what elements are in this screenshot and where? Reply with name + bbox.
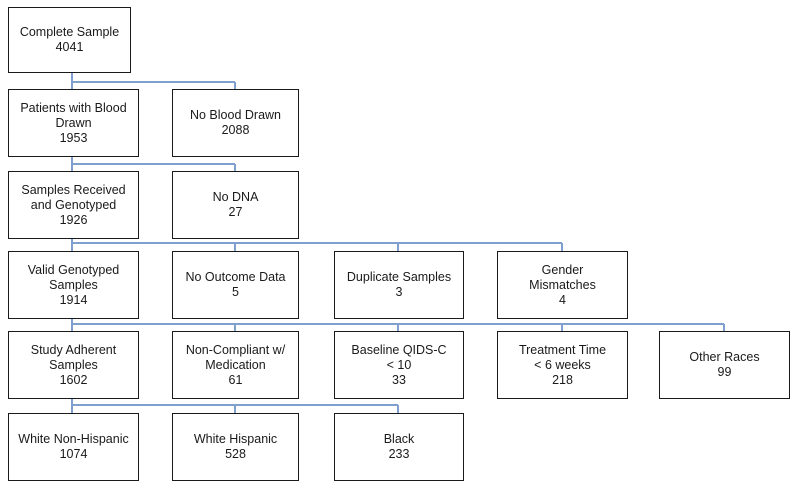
box-complete-sample: Complete Sample 4041 <box>8 7 131 73</box>
box-count: 1953 <box>59 130 88 145</box>
box-other-races: Other Races 99 <box>659 331 790 399</box>
box-text-line: Baseline QIDS-C <box>351 342 447 357</box>
box-no-dna: No DNA 27 <box>172 171 299 239</box>
box-count: 218 <box>552 372 573 387</box>
box-valid-genotyped: Valid Genotyped Samples 1914 <box>8 251 139 319</box>
box-text-line: Drawn <box>55 115 92 130</box>
box-text-line: Samples Received <box>21 182 126 197</box>
box-count: 2088 <box>221 123 250 137</box>
box-count: 1074 <box>59 447 88 461</box>
box-no-outcome-data: No Outcome Data 5 <box>172 251 299 319</box>
box-text-line: Other Races <box>689 350 760 364</box>
box-text-line: White Hispanic <box>193 432 278 446</box>
box-black: Black 233 <box>334 413 464 481</box>
box-treatment-time: Treatment Time < 6 weeks 218 <box>497 331 628 399</box>
box-count: 3 <box>395 285 403 299</box>
box-baseline-qids: Baseline QIDS-C < 10 33 <box>334 331 464 399</box>
box-text-line: Samples <box>49 277 98 292</box>
box-text-line: Treatment Time <box>518 342 607 357</box>
box-text-line: and Genotyped <box>30 197 117 212</box>
box-text-line: Complete Sample <box>19 25 120 39</box>
box-count: 61 <box>228 372 243 387</box>
box-text-line: < 6 weeks <box>534 357 591 372</box>
box-text-line: No Blood Drawn <box>189 108 281 122</box>
box-text-line: Samples <box>49 357 98 372</box>
box-count: 99 <box>717 365 732 379</box>
box-text-line: Duplicate Samples <box>346 270 452 284</box>
box-text-line: < 10 <box>386 357 412 372</box>
box-text-line: Mismatches <box>529 277 596 292</box>
box-study-adherent: Study Adherent Samples 1602 <box>8 331 139 399</box>
box-count: 1602 <box>59 372 88 387</box>
box-text-line: Patients with Blood <box>20 100 127 115</box>
box-non-compliant: Non-Compliant w/ Medication 61 <box>172 331 299 399</box>
box-text-line: No Outcome Data <box>185 270 286 284</box>
box-count: 5 <box>232 285 239 299</box>
box-text-line: No DNA <box>212 190 259 204</box>
box-text-line: Non-Compliant w/ <box>185 342 286 357</box>
box-patients-blood-drawn: Patients with Blood Drawn 1953 <box>8 89 139 157</box>
box-count: 528 <box>225 447 246 461</box>
box-text-line: Study Adherent <box>30 342 117 357</box>
box-gender-mismatches: Gender Mismatches 4 <box>497 251 628 319</box>
box-count: 33 <box>392 372 406 387</box>
box-count: 4 <box>559 292 566 307</box>
box-count: 1914 <box>59 292 88 307</box>
box-text-line: Black <box>383 432 415 446</box>
box-text-line: White Non-Hispanic <box>18 432 129 446</box>
box-white-hispanic: White Hispanic 528 <box>172 413 299 481</box>
box-duplicate-samples: Duplicate Samples 3 <box>334 251 464 319</box>
box-count: 233 <box>388 447 410 461</box>
box-count: 1926 <box>59 212 88 227</box>
box-white-non-hispanic: White Non-Hispanic 1074 <box>8 413 139 481</box>
box-text-line: Valid Genotyped <box>27 262 120 277</box>
box-count: 27 <box>228 205 243 219</box>
box-no-blood-drawn: No Blood Drawn 2088 <box>172 89 299 157</box>
box-text-line: Gender <box>541 262 584 277</box>
box-text-line: Medication <box>205 357 266 372</box>
box-samples-received: Samples Received and Genotyped 1926 <box>8 171 139 239</box>
box-count: 4041 <box>55 40 84 54</box>
